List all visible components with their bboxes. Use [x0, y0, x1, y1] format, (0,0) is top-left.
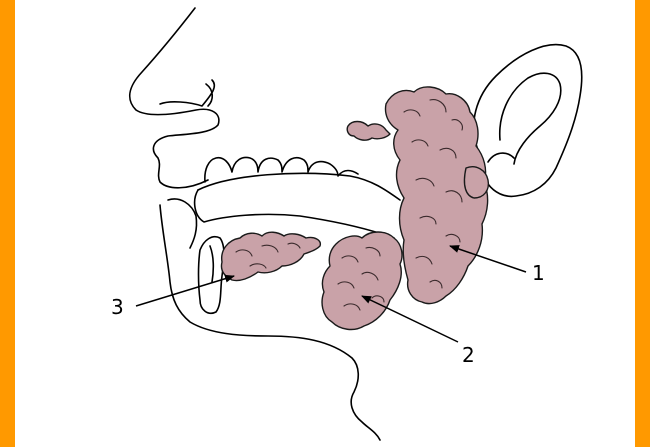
upper-teeth-gum [198, 173, 400, 200]
palate-tongue-outline [195, 190, 394, 238]
lower-lip-outline [168, 199, 197, 248]
label-3: 3 [111, 295, 124, 319]
lower-tooth-inner [210, 246, 213, 282]
ear-canal [488, 153, 514, 162]
sublingual-gland [221, 232, 320, 280]
ear-outline [474, 45, 582, 197]
label-1: 1 [532, 261, 545, 285]
submandibular-gland [322, 232, 402, 329]
parotid-duct [347, 122, 390, 141]
face-profile-outline [130, 8, 219, 188]
label-2: 2 [462, 343, 475, 367]
upper-teeth-outline [205, 158, 358, 182]
ear-inner [500, 73, 561, 164]
